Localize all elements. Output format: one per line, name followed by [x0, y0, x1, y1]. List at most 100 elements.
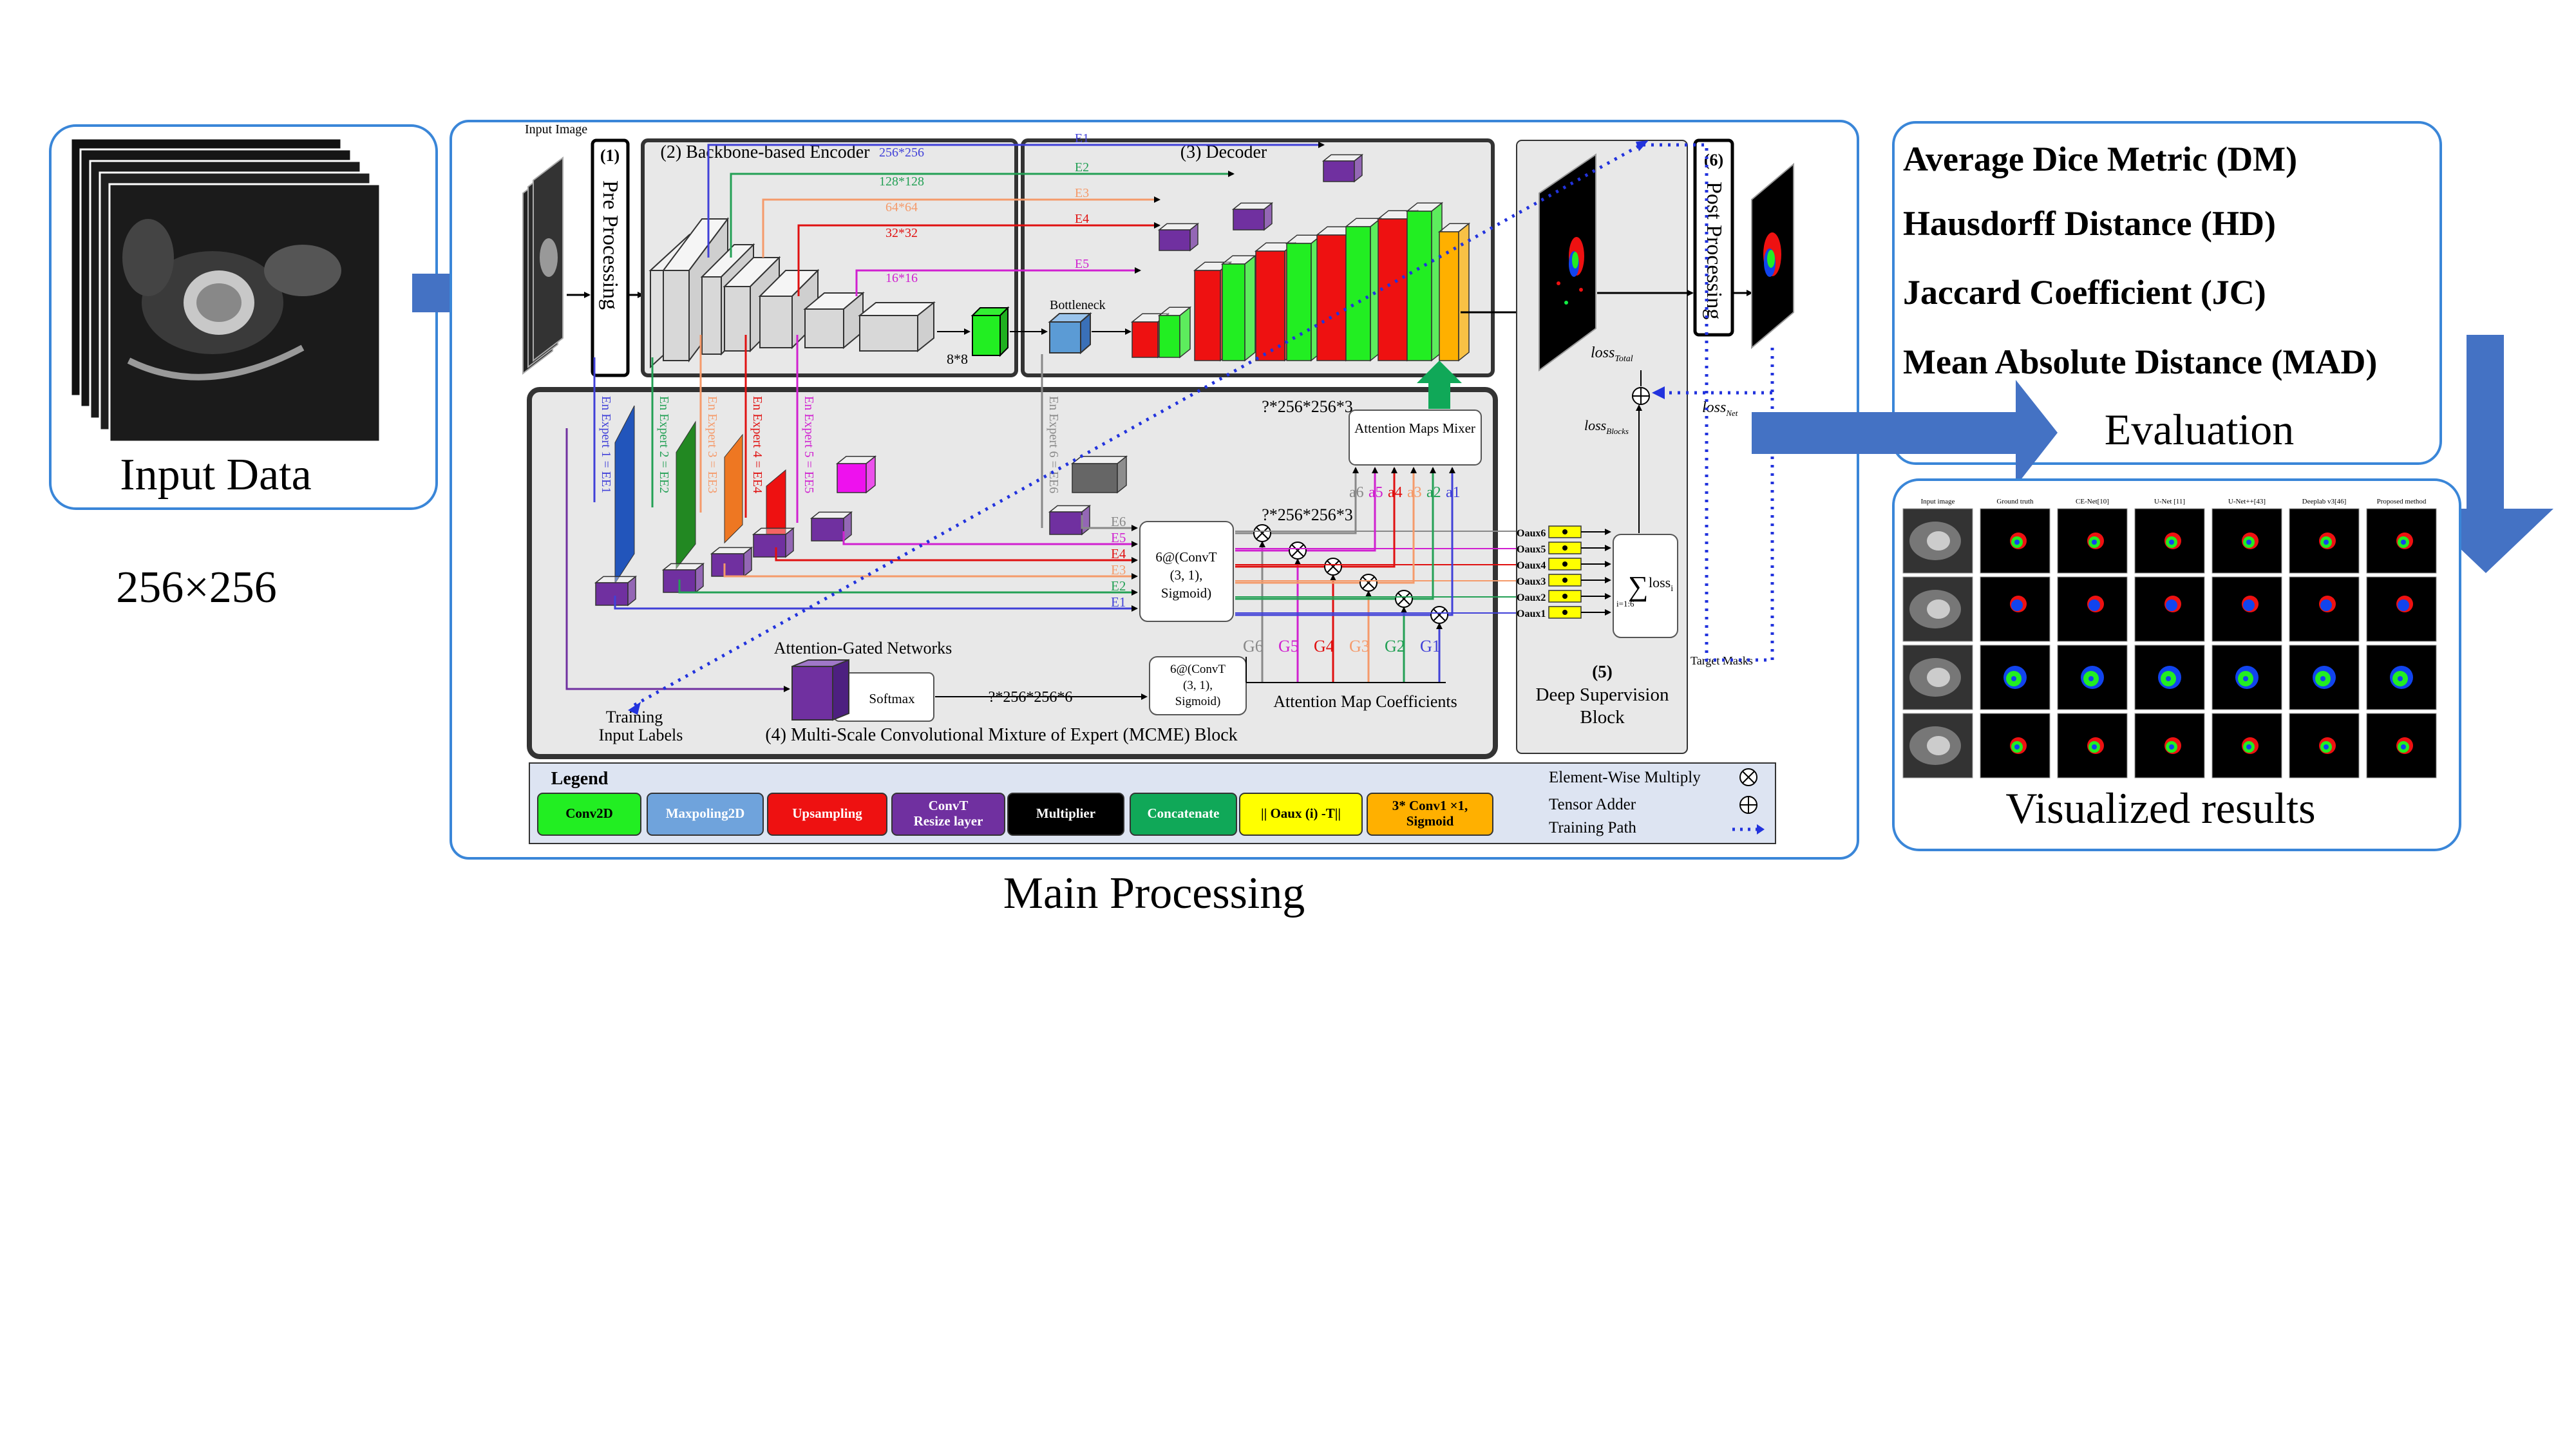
loss-blocks: lossBlocks [1584, 417, 1629, 436]
result-cell-4-6 [2289, 713, 2360, 778]
results-col-5: U-Net++[43] [2228, 498, 2266, 505]
legend-item-3: Upsampling [767, 793, 887, 836]
encoder-blocks [649, 217, 1010, 369]
svg-text:∑: ∑ [1628, 570, 1648, 602]
result-cell-4-3 [2057, 713, 2128, 778]
aux-label-2: Oaux5 [1517, 544, 1546, 555]
arrow-to-evaluation [1752, 380, 2058, 486]
skip-line-E2 [730, 171, 1235, 258]
main-processing-caption: Main Processing [1003, 869, 1305, 918]
mul-to-mixer-3 [1341, 467, 1397, 568]
skip-name-E5: E5 [1075, 257, 1089, 271]
result-cell-1-1 [1902, 508, 1973, 574]
mul-to-mixer-4 [1376, 467, 1417, 584]
legend-text-8-1: 3* Conv1 ×1, [1392, 798, 1468, 813]
legend-item-7: || Oaux (i) -T|| [1239, 793, 1363, 836]
aux-label-1: Oaux6 [1517, 528, 1546, 539]
input-size-label: 256×256 [116, 563, 276, 612]
aux-box-6 [1548, 606, 1611, 619]
decoder-resize-2 [1231, 202, 1274, 231]
aux-box-2 [1548, 542, 1611, 554]
legend-item-6: Concatenate [1130, 793, 1237, 836]
legend-text-6-1: Concatenate [1148, 806, 1220, 821]
input-image-label: Input Image [525, 122, 587, 137]
legend-item-5: Multiplier [1007, 793, 1124, 836]
result-cell-3-3 [2057, 645, 2128, 710]
ds-num: (5) [1592, 662, 1612, 681]
coef-label: Attention Map Coefficients [1273, 692, 1457, 711]
convt2-line1: 6@(ConvT [1170, 663, 1226, 676]
skip-size-E1: 256*256 [879, 146, 924, 160]
expert-map-2 [676, 420, 696, 570]
mixer-up-arrow [1417, 361, 1462, 409]
expert-map-1 [614, 405, 635, 585]
expert-resize-4 [752, 527, 795, 558]
result-cell-2-7 [2366, 576, 2437, 642]
result-cell-4-2 [1980, 713, 2050, 778]
result-cell-3-5 [2211, 645, 2282, 710]
a-label-2: a5 [1368, 484, 1383, 501]
legend-title: Legend [551, 769, 609, 789]
skip-size-E5: 16*16 [886, 271, 918, 285]
results-caption: Visualized results [2005, 784, 2315, 833]
aux-label-5: Oaux2 [1517, 592, 1546, 603]
g-label-6: G1 [1420, 637, 1441, 655]
legend-path: Training Path [1549, 819, 1636, 836]
e-label-2: E5 [1111, 530, 1126, 545]
skip-size-E3: 64*64 [886, 200, 918, 214]
expert-map-6 [1070, 455, 1128, 494]
softmax-cube: Softmax [791, 659, 934, 722]
result-cell-4-5 [2211, 713, 2282, 778]
mcme-dim-mid: ?*256*256*3 [1262, 505, 1353, 524]
sum-range: i=1:6 [1616, 599, 1634, 608]
decoder-layer-8 [1344, 217, 1383, 362]
aux-box-4 [1548, 574, 1611, 587]
skip-line-E1 [707, 142, 1325, 258]
bottleneck-label: Bottleneck [1050, 298, 1106, 312]
result-cell-1-5 [2211, 508, 2282, 574]
skip-line-E5 [855, 267, 1141, 296]
legend-mult: Element-Wise Multiply [1549, 769, 1701, 786]
legend-item-2: Maxpoling2D [647, 793, 764, 836]
metric-dm: Average Dice Metric (DM) [1903, 140, 2297, 178]
results-col-2: Ground truth [1996, 498, 2034, 505]
e-line-2 [842, 531, 1138, 547]
expert-map-3 [724, 433, 743, 544]
e-label-6: E1 [1111, 594, 1126, 610]
attention-mixer: Attention Maps Mixer [1349, 410, 1482, 466]
metric-mad: Mean Absolute Distance (MAD) [1903, 343, 2377, 381]
aux-label-3: Oaux4 [1517, 560, 1546, 571]
metrics-panel [1892, 121, 2442, 465]
training-path [633, 143, 1774, 707]
sum-loss-label: lossi [1649, 574, 1673, 594]
a-label-6: a1 [1446, 484, 1461, 501]
preprocessing-label: Pre Processing [598, 180, 622, 310]
convt2-line3: Sigmoid) [1175, 695, 1221, 708]
result-cell-4-1 [1902, 713, 1973, 778]
expert-resize-1 [594, 575, 638, 607]
convt-block-1: 6@(ConvT (3, 1), Sigmoid) [1139, 521, 1234, 622]
metric-hd: Hausdorff Distance (HD) [1903, 204, 2276, 243]
expert-label-6: En Expert 6 = EE6 [1046, 396, 1061, 493]
postprocessing-block: (6) Post Processing [1693, 138, 1734, 337]
aux-label-4: Oaux3 [1517, 576, 1546, 587]
expert-label-5: En Expert 5 = EE5 [802, 396, 816, 493]
results-col-1: Input image [1921, 498, 1955, 505]
input-data-caption: Input Data [120, 450, 311, 500]
legend-text-5-1: Multiplier [1036, 806, 1095, 821]
results-col-4: U-Net [11] [2154, 498, 2185, 505]
expert-label-4: En Expert 4 = EE4 [750, 396, 764, 493]
loss-sum-box: ∑ lossi i=1:6 [1613, 534, 1678, 638]
mul-to-mixer-2 [1305, 467, 1378, 552]
result-cell-3-1 [1902, 645, 1973, 710]
g-label-3: G4 [1314, 637, 1334, 655]
loss-total: lossTotal [1591, 344, 1633, 364]
result-cell-1-3 [2057, 508, 2128, 574]
convt1-line3: Sigmoid) [1161, 585, 1211, 601]
convt1-line1: 6@(ConvT [1155, 549, 1217, 565]
skip-line-E4 [797, 222, 1160, 296]
